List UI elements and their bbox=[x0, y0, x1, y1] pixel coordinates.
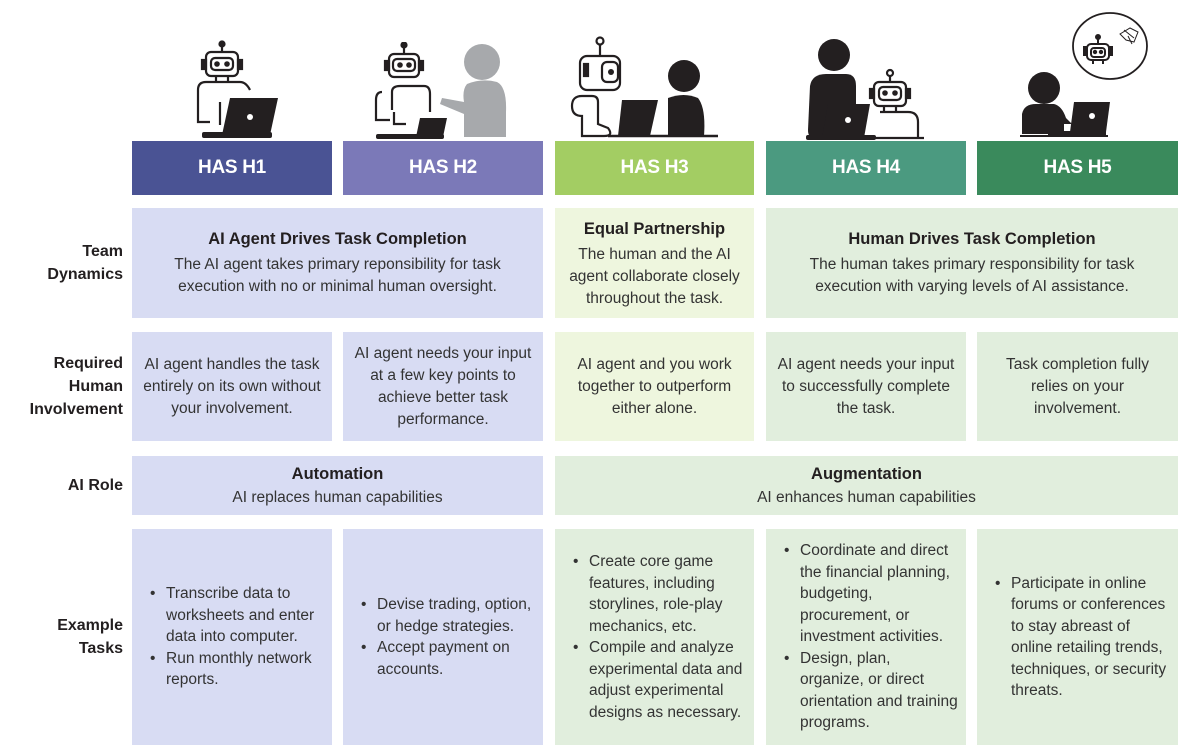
cell-title: AI Agent Drives Task Completion bbox=[208, 230, 467, 248]
header-has-h2: HAS H2 bbox=[343, 141, 543, 195]
cell-text: AI agent needs your input to successfull… bbox=[777, 355, 955, 417]
row-label-line: AI Role bbox=[67, 477, 123, 494]
cell-title: Equal Partnership bbox=[583, 220, 726, 238]
cell-text: AI agent and you work together to outper… bbox=[577, 355, 732, 417]
header-label: HAS H3 bbox=[620, 157, 689, 178]
header-has-h4: HAS H4 bbox=[766, 141, 966, 195]
cell-title: Automation bbox=[291, 464, 384, 483]
header-has-h5: HAS H5 bbox=[977, 141, 1178, 195]
task-list: Transcribe data to worksheets and enter … bbox=[144, 583, 324, 691]
header-label: HAS H4 bbox=[832, 157, 900, 178]
task-item: Coordinate and direct the financial plan… bbox=[784, 540, 958, 648]
task-item: Accept payment on accounts. bbox=[361, 637, 535, 680]
involvement-h1: AI agent handles the task entirely on it… bbox=[132, 332, 332, 441]
header-has-h1: HAS H1 bbox=[132, 141, 332, 195]
row-label-line: Team bbox=[82, 243, 123, 260]
task-list: Participate in online forums or conferen… bbox=[989, 573, 1170, 702]
row-label-line: Tasks bbox=[78, 640, 123, 657]
task-list: Create core game features, including sto… bbox=[567, 551, 746, 723]
robot-and-human-sharing-laptop-icon bbox=[570, 36, 718, 138]
row-label-line: Example bbox=[57, 617, 123, 634]
header-label: HAS H5 bbox=[1043, 157, 1112, 178]
cell-text: AI agent needs your input at a few key p… bbox=[354, 344, 532, 428]
involvement-h4: AI agent needs your input to successfull… bbox=[766, 332, 966, 441]
robot-laptop-gray-human-icon bbox=[374, 42, 507, 139]
involvement-h3: AI agent and you work together to outper… bbox=[555, 332, 754, 441]
task-item: Compile and analyze experimental data an… bbox=[573, 637, 746, 723]
header-label: HAS H2 bbox=[409, 157, 477, 178]
cell-text: AI replaces human capabilities bbox=[232, 488, 443, 506]
cell-text: The human takes primary responsibility f… bbox=[809, 256, 1135, 295]
row-label-line: Human bbox=[68, 378, 123, 395]
ai-role-augmentation: Augmentation AI enhances human capabilit… bbox=[555, 456, 1178, 515]
involvement-h5: Task completion fully relies on your inv… bbox=[977, 332, 1178, 441]
cell-text: AI agent handles the task entirely on it… bbox=[143, 355, 321, 417]
tasks-h3: Create core game features, including sto… bbox=[555, 529, 754, 745]
task-item: Participate in online forums or conferen… bbox=[995, 573, 1170, 702]
cell-text: The AI agent takes primary reponsibility… bbox=[174, 256, 501, 295]
cell-text: The human and the AI agent collaborate c… bbox=[569, 246, 740, 307]
row-label-example-tasks: Example Tasks bbox=[0, 529, 123, 745]
task-list: Coordinate and direct the financial plan… bbox=[778, 540, 958, 734]
tasks-h4: Coordinate and direct the financial plan… bbox=[766, 529, 966, 745]
team-dynamics-equal: Equal Partnership The human and the AI a… bbox=[555, 208, 754, 318]
task-item: Devise trading, option, or hedge strateg… bbox=[361, 594, 535, 637]
task-item: Design, plan, organize, or direct orient… bbox=[784, 648, 958, 734]
row-label-team-dynamics: Team Dynamics bbox=[0, 208, 123, 318]
human-with-laptop-robot-beside-icon bbox=[806, 39, 924, 140]
team-dynamics-human-driven: Human Drives Task Completion The human t… bbox=[766, 208, 1178, 318]
row-label-line: Required bbox=[53, 355, 123, 372]
task-item: Transcribe data to worksheets and enter … bbox=[150, 583, 324, 648]
ai-role-automation: Automation AI replaces human capabilitie… bbox=[132, 456, 543, 515]
cell-text: AI enhances human capabilities bbox=[757, 488, 976, 506]
task-item: Run monthly network reports. bbox=[150, 648, 324, 691]
task-item: Create core game features, including sto… bbox=[573, 551, 746, 637]
task-list: Devise trading, option, or hedge strateg… bbox=[355, 594, 535, 680]
cell-text: Task completion fully relies on your inv… bbox=[1005, 355, 1149, 417]
tasks-h2: Devise trading, option, or hedge strateg… bbox=[343, 529, 543, 745]
row-label-ai-role: AI Role bbox=[0, 456, 123, 515]
cell-title: Human Drives Task Completion bbox=[848, 230, 1096, 248]
robot-with-laptop-icon bbox=[196, 40, 278, 138]
tasks-h5: Participate in online forums or conferen… bbox=[977, 529, 1178, 745]
cell-title: Augmentation bbox=[811, 464, 922, 483]
header-has-h3: HAS H3 bbox=[555, 141, 754, 195]
team-dynamics-ai-driven: AI Agent Drives Task Completion The AI a… bbox=[132, 208, 543, 318]
human-with-laptop-thinking-robot-icon bbox=[1020, 12, 1148, 137]
row-label-human-involvement: Required Human Involvement bbox=[0, 332, 123, 441]
tasks-h1: Transcribe data to worksheets and enter … bbox=[132, 529, 332, 745]
row-label-line: Dynamics bbox=[47, 266, 123, 283]
row-label-line: Involvement bbox=[29, 401, 123, 418]
header-label: HAS H1 bbox=[198, 157, 266, 178]
involvement-h2: AI agent needs your input at a few key p… bbox=[343, 332, 543, 441]
